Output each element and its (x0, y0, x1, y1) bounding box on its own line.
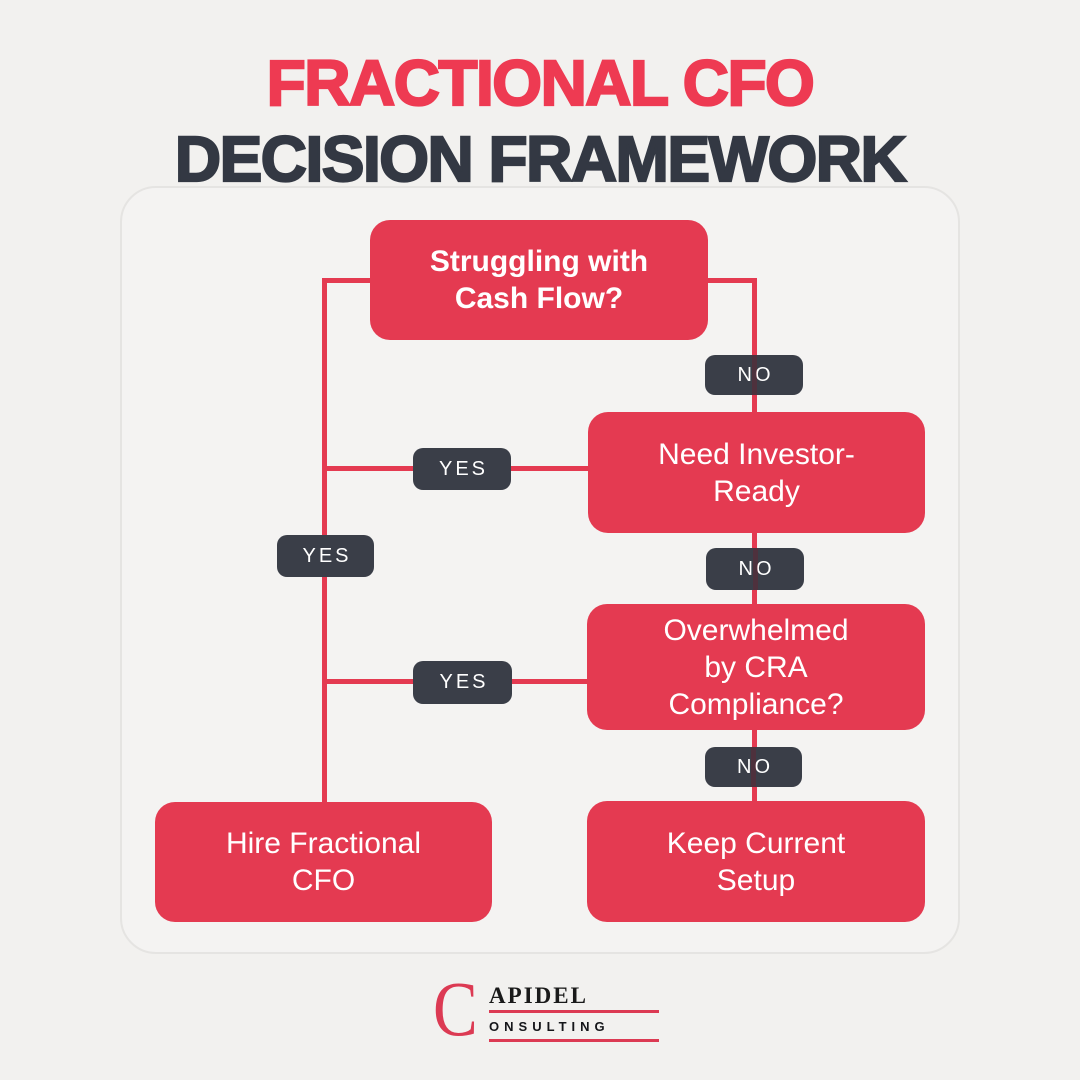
badge-yes-1: YES (413, 448, 511, 490)
logo-name-text: APIDEL (489, 983, 588, 1008)
page-title-line2: DECISION FRAMEWORK (174, 122, 908, 196)
page-title-line1: FRACTIONAL CFO (266, 46, 816, 120)
node-hire-fractional-cfo: Hire Fractional CFO (155, 802, 492, 922)
connector-right-vertical-1 (752, 278, 757, 418)
badge-label: YES (302, 544, 352, 567)
line-through-badge (752, 548, 758, 590)
capidel-consulting-logo: C APIDEL ONSULTING (433, 965, 660, 1052)
node-keep-current-setup: Keep Current Setup (587, 801, 925, 922)
logo-divider-top (489, 1010, 660, 1013)
badge-no-3: NO (705, 747, 802, 787)
line-through-badge (751, 747, 756, 787)
badge-yes-3: YES (413, 661, 512, 704)
logo-text-block: APIDEL ONSULTING (489, 980, 660, 1042)
node-text-line: Cash Flow? (454, 282, 624, 315)
logo-tagline-text: ONSULTING (489, 1019, 610, 1034)
node-struggling-cash-flow: Struggling with Cash Flow? (370, 220, 708, 340)
logo-initial-letter: C (433, 965, 478, 1052)
node-text-line: Overwhelmed (663, 613, 849, 647)
badge-yes-2: YES (277, 535, 374, 577)
node-need-investor-ready: Need Investor- Ready (588, 412, 925, 533)
badge-no-2: NO (706, 548, 804, 590)
node-text-line: CFO (291, 864, 356, 897)
badge-label: NO (738, 557, 775, 580)
badge-label: YES (438, 457, 489, 480)
node-overwhelmed-cra-compliance: Overwhelmed by CRA Compliance? (587, 604, 925, 730)
node-text-line: Setup (716, 863, 796, 897)
badge-label: NO (737, 755, 773, 778)
node-text-line: Keep Current (666, 826, 846, 860)
node-text-line: by CRA (704, 650, 808, 684)
connector-top-left-horizontal (322, 278, 370, 283)
logo-divider-bottom (489, 1039, 660, 1042)
badge-no-1: NO (705, 355, 803, 395)
node-text-line: Need Investor- (658, 437, 855, 471)
badge-label: NO (737, 363, 774, 386)
badge-label: YES (439, 671, 489, 693)
node-text-line: Compliance? (668, 687, 844, 721)
line-through-badge (751, 355, 757, 395)
node-text-line: Struggling with (429, 245, 649, 278)
connector-top-right-horizontal (708, 278, 757, 283)
node-text-line: Ready (713, 474, 800, 508)
node-text-line: Hire Fractional (225, 827, 422, 860)
